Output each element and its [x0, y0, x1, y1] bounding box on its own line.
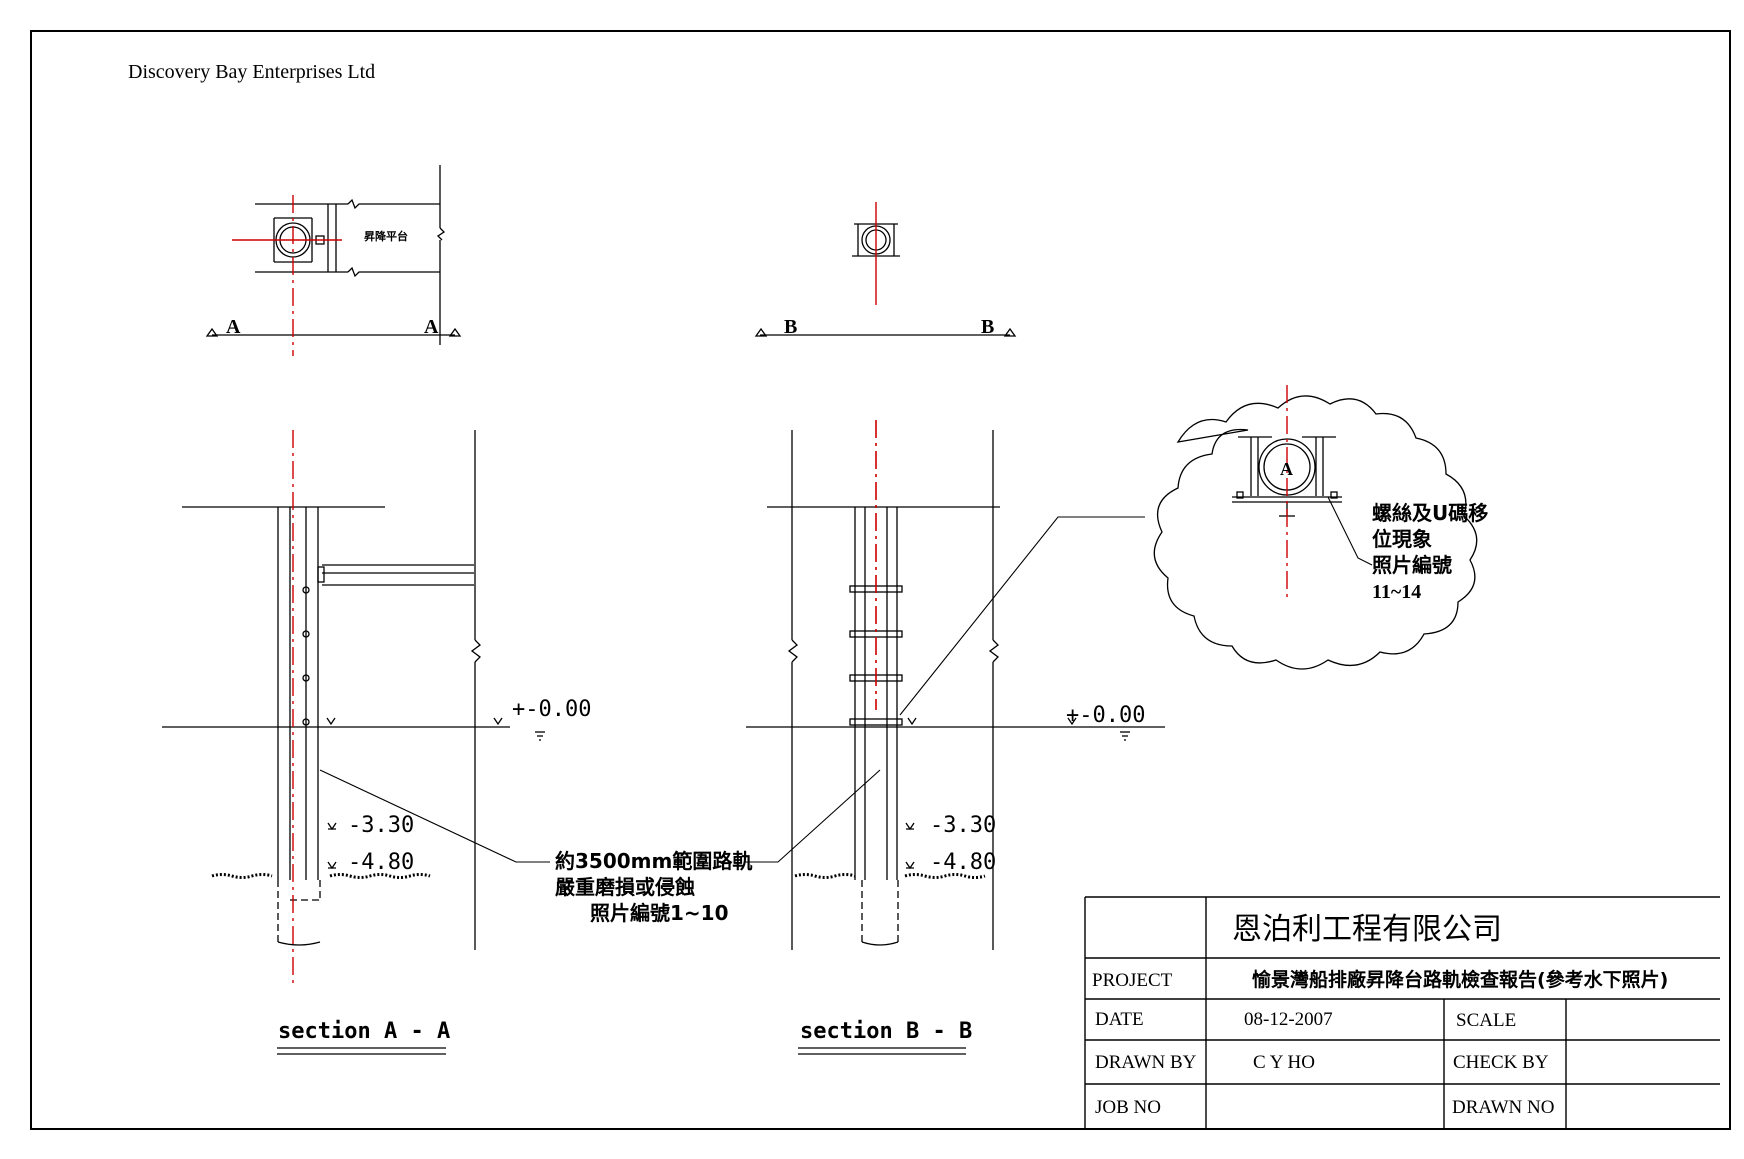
section-b-level-zero: +-0.00 — [1066, 703, 1145, 728]
section-a-level-1: -3.30 — [348, 813, 414, 838]
project-value: 愉景灣船排廠昇降台路軌檢查報告(參考水下照片) — [1252, 968, 1668, 991]
section-a-geometry — [162, 430, 545, 950]
check-by-label: CHECK BY — [1453, 1052, 1549, 1073]
title-block-company: 恩泊利工程有限公司 — [1232, 912, 1502, 947]
damage-note-line1: 約3500mm範圍路軌 — [555, 849, 752, 873]
drawing-no-label: DRAWN NO — [1452, 1097, 1554, 1118]
damage-note-line3: 照片編號1~10 — [590, 901, 729, 925]
cut-label-a-left: A — [226, 316, 241, 338]
cut-label-b-right: B — [981, 316, 994, 338]
platform-label: 昇降平台 — [364, 229, 408, 243]
section-a-level-zero: +-0.00 — [512, 697, 591, 722]
drawn-by-value: C Y HO — [1253, 1052, 1315, 1073]
project-label: PROJECT — [1092, 970, 1173, 991]
cloud-note-line4: 11~14 — [1372, 581, 1421, 603]
section-b-title: section B - B — [800, 1019, 972, 1044]
cloud-note-line2: 位現象 — [1372, 527, 1432, 551]
drawn-by-label: DRAWN BY — [1095, 1052, 1197, 1073]
damage-note-line2: 嚴重磨損或侵蝕 — [555, 875, 695, 899]
section-b-geometry — [746, 430, 1165, 950]
cloud-note-line3: 照片編號 — [1372, 553, 1452, 577]
date-value: 08-12-2007 — [1244, 1009, 1333, 1030]
title-block-grid — [1084, 896, 1720, 1129]
scale-label: SCALE — [1456, 1010, 1516, 1031]
date-label: DATE — [1095, 1009, 1144, 1030]
cloud-marker-a: A — [1280, 459, 1293, 479]
job-no-label: JOB NO — [1095, 1097, 1161, 1118]
revision-cloud — [1153, 395, 1478, 670]
sheet-border — [30, 30, 1731, 1130]
plan-view-a — [205, 165, 462, 345]
company-header: Discovery Bay Enterprises Ltd — [128, 61, 375, 83]
cut-label-a-right: A — [424, 316, 439, 338]
section-a-level-2: -4.80 — [348, 850, 414, 875]
cloud-note-line1: 螺絲及U碼移 — [1372, 501, 1488, 525]
section-b-level-2: -4.80 — [930, 850, 996, 875]
cut-label-b-left: B — [784, 316, 797, 338]
section-b-level-1: -3.30 — [930, 813, 996, 838]
leader-lines — [319, 496, 1373, 863]
section-a-title: section A - A — [278, 1019, 450, 1044]
